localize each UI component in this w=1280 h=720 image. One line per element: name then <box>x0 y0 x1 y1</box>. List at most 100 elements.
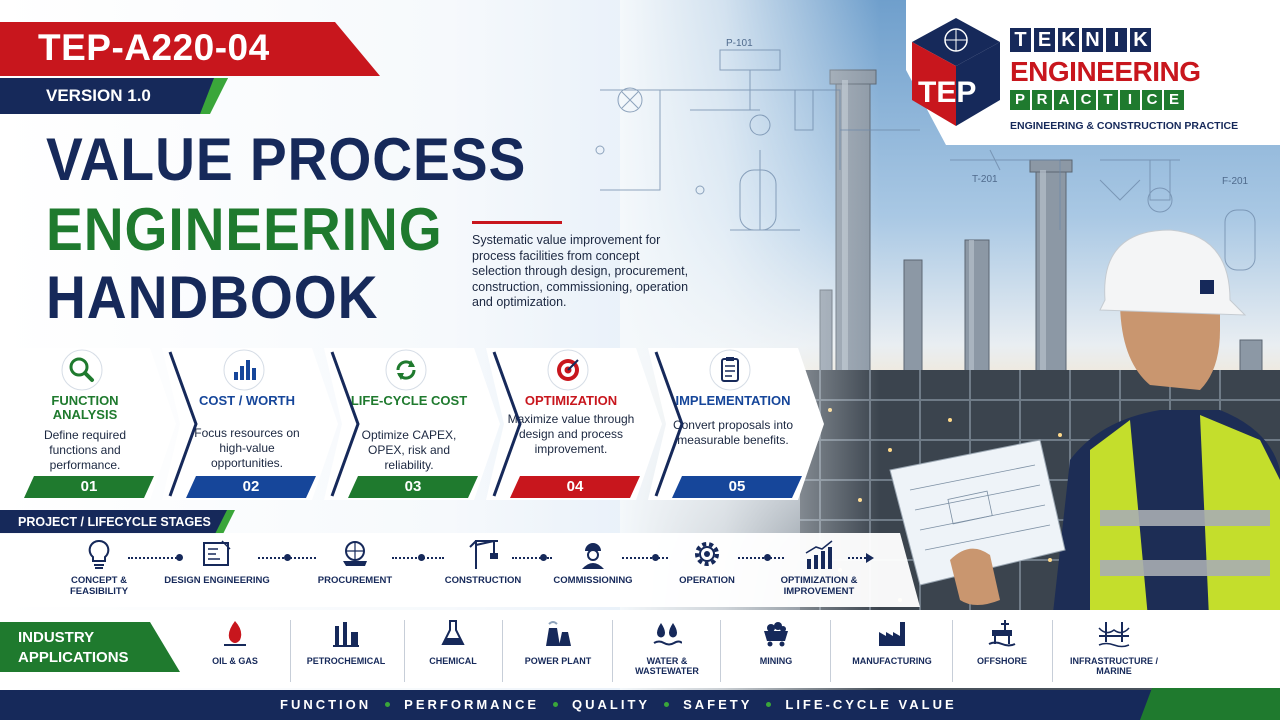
logo-line-teknik: T E K N I K <box>1010 28 1151 52</box>
logo-letter: K <box>1058 28 1079 52</box>
industry-chemical: CHEMICAL <box>410 618 496 666</box>
stage-commissioning: COMMISSIONING <box>538 537 648 586</box>
stage-connector-dot <box>284 554 291 561</box>
industry-label-text: OFFSHORE <box>976 656 1027 666</box>
logo-line-practice: P R A C T I C E <box>1010 90 1184 110</box>
divider <box>952 620 953 682</box>
description: Systematic value improvement for process… <box>472 233 689 309</box>
title-line-2: ENGINEERING <box>46 196 443 263</box>
refinery-icon <box>333 622 359 647</box>
bar-chart-icon <box>223 349 265 391</box>
logo-letter: I <box>1120 90 1140 110</box>
stage-label: PROCUREMENT <box>317 575 393 586</box>
logo-letter: E <box>1164 90 1184 110</box>
step-number: 03 <box>348 476 478 498</box>
industry-power-plant: POWER PLANT <box>512 618 604 666</box>
lifecycle-label: PROJECT / LIFECYCLE STAGES <box>18 515 211 529</box>
factory-icon <box>879 622 905 646</box>
logo-tagline: ENGINEERING & CONSTRUCTION PRACTICE <box>1010 120 1239 132</box>
clipboard-icon <box>709 349 751 391</box>
lifecycle-arrow-icon <box>848 553 874 563</box>
step-title: OPTIMIZATION <box>524 393 618 408</box>
step-number: 04 <box>510 476 640 498</box>
logo-letter: I <box>1106 28 1127 52</box>
stage-construction: CONSTRUCTION <box>428 537 538 586</box>
stage-procurement: PROCUREMENT <box>300 537 410 586</box>
crane-icon <box>469 540 498 569</box>
step-title: FUNCTION ANALYSIS <box>51 393 119 422</box>
stage-operation: OPERATION <box>652 537 762 586</box>
footer-accent <box>1140 688 1280 720</box>
divider <box>830 620 831 682</box>
sketch-label-t201: T-201 <box>972 174 998 185</box>
flame-icon <box>224 621 246 646</box>
footer-item: FUNCTION <box>280 697 372 712</box>
refinery-illustration <box>800 69 1280 640</box>
stage-connector <box>512 557 552 561</box>
logo-line-engineering: ENGINEERING <box>1010 56 1201 87</box>
stage-label: CONCEPT & FEASIBILITY <box>69 575 129 597</box>
stage-optimization-improvement: OPTIMIZATION & IMPROVEMENT <box>764 537 874 597</box>
mine-cart-icon <box>764 622 788 647</box>
logo-letter: N <box>1082 28 1103 52</box>
footer-values: FUNCTION PERFORMANCE QUALITY SAFETY LIFE… <box>280 697 957 712</box>
logo-letter: T <box>1010 28 1031 52</box>
industry-label-bar <box>0 622 180 672</box>
stage-connector-dot <box>418 554 425 561</box>
step-title: COST / WORTH <box>198 393 296 408</box>
step-cost-worth: COST / WORTH Focus resources on high-val… <box>162 348 338 500</box>
stage-label: OPTIMIZATION & IMPROVEMENT <box>780 575 858 597</box>
industry-label-text: CHEMICAL <box>429 656 477 666</box>
step-title: LIFE-CYCLE COST <box>350 393 468 408</box>
stage-connector-dot <box>540 554 547 561</box>
stage-connector <box>622 557 668 561</box>
flask-icon <box>441 620 465 645</box>
step-implementation: IMPLEMENTATION Convert proposals into me… <box>648 348 824 500</box>
logo-letter: E <box>1034 28 1055 52</box>
version-label: VERSION 1.0 <box>46 86 151 105</box>
stage-connector-dot <box>176 554 183 561</box>
stage-design-engineering: DESIGN ENGINEERING <box>162 537 272 586</box>
logo-letter: C <box>1142 90 1162 110</box>
cooling-tower-icon <box>546 621 571 646</box>
value-process-steps: FUNCTION ANALYSIS Define required functi… <box>0 348 830 500</box>
logo-letter: T <box>1098 90 1118 110</box>
industry-mining: MINING <box>730 618 822 666</box>
step-optimization: OPTIMIZATION Maximize value through desi… <box>486 348 662 500</box>
offshore-platform-icon <box>988 620 1016 647</box>
footer-item: LIFE-CYCLE VALUE <box>785 697 957 712</box>
gear-icon <box>695 542 719 566</box>
growth-chart-icon <box>805 540 833 569</box>
step-text: Maximize value through design and proces… <box>507 412 635 456</box>
sketch-label-f201: F-201 <box>1222 176 1249 187</box>
industry-label-text: POWER PLANT <box>524 656 592 666</box>
logo-letter: R <box>1032 90 1052 110</box>
divider <box>1052 620 1053 682</box>
step-life-cycle-cost: LIFE-CYCLE COST Optimize CAPEX, OPEX, ri… <box>324 348 500 500</box>
industry-label-text: WATER & WASTEWATER <box>635 656 699 676</box>
footer-item: QUALITY <box>572 697 651 712</box>
footer-separator-dot <box>766 702 772 707</box>
step-text: Focus resources on high-value opportunit… <box>194 426 300 470</box>
title-line-1: VALUE PROCESS <box>46 126 527 193</box>
stage-label: COMMISSIONING <box>553 575 633 586</box>
step-number: 02 <box>186 476 316 498</box>
footer-item: SAFETY <box>683 697 753 712</box>
logo-monogram: TEP <box>918 76 976 109</box>
bridge-icon <box>1098 622 1130 648</box>
industry-label-text: MANUFACTURING <box>852 656 932 666</box>
divider <box>404 620 405 682</box>
sketch-label-p101: P-101 <box>726 38 753 49</box>
divider <box>502 620 503 682</box>
step-number: 01 <box>24 476 154 498</box>
footer-separator-dot <box>664 702 670 707</box>
globe-cart-icon <box>343 541 367 566</box>
title-line-3: HANDBOOK <box>46 264 379 331</box>
industry-label-text: OIL & GAS <box>212 656 258 666</box>
logo-letter: A <box>1054 90 1074 110</box>
footer-item: PERFORMANCE <box>404 697 540 712</box>
logo-letter: C <box>1076 90 1096 110</box>
step-function-analysis: FUNCTION ANALYSIS Define required functi… <box>0 348 176 500</box>
stage-connector-dot <box>652 554 659 561</box>
step-number: 05 <box>672 476 802 498</box>
